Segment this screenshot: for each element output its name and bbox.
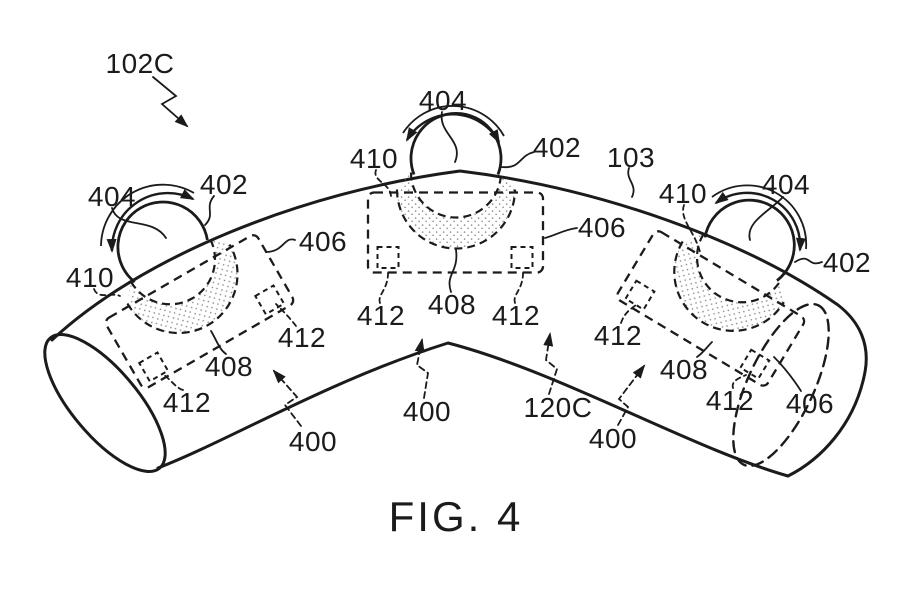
leader-402-left [204, 195, 215, 226]
curved-band [43, 169, 868, 478]
ref-120c: 120C [524, 392, 593, 423]
fastener-square [739, 348, 771, 380]
ref-412-left-lower: 412 [163, 387, 211, 418]
fastener-square [253, 284, 286, 316]
ref-102c: 102C [106, 48, 175, 79]
leader-404-right [748, 196, 784, 241]
fastener-square [376, 246, 400, 269]
leader-412-left-inner [275, 303, 297, 327]
ref-410-left: 410 [66, 262, 114, 293]
stipple-crescent [674, 234, 784, 331]
leader-410-middle [374, 169, 392, 197]
leader-412-right-lower [731, 374, 747, 389]
ref-402-middle: 402 [533, 132, 581, 163]
leader-412-left-lower [162, 373, 184, 391]
leader-404-middle [440, 111, 458, 163]
dashed-arrow-leaders [272, 332, 646, 427]
ref-404-left: 404 [88, 181, 136, 212]
band-end-face-left [43, 333, 167, 473]
ref-412-right-lower: 412 [706, 385, 754, 416]
leader-412-right-left [620, 304, 637, 324]
rotation-arrow-left [106, 189, 195, 253]
ref-400-right: 400 [589, 423, 637, 454]
rotation-arrow-middle-outer-line [402, 105, 505, 137]
roller-unit-middle [366, 111, 545, 274]
ref-412-middle-left: 412 [357, 300, 405, 331]
ref-400-left: 400 [289, 426, 337, 457]
leader-408-right [696, 341, 713, 358]
ref-408-right: 408 [660, 354, 708, 385]
dashed-leaders [93, 169, 747, 391]
ref-410-middle: 410 [350, 143, 398, 174]
band-outline [50, 169, 868, 478]
ref-412-middle-right: 412 [492, 300, 540, 331]
leader-406-right [773, 356, 802, 392]
arrow-102c [152, 76, 189, 128]
reference-labels: 102C 404 402 410 406 412 412 408 404 410… [66, 48, 871, 457]
leader-408-middle [448, 249, 458, 293]
ref-402-left: 402 [200, 169, 248, 200]
leader-103 [627, 167, 635, 198]
leader-404-left [111, 207, 167, 239]
ref-410-right: 410 [659, 178, 707, 209]
band-end-face-right-hidden [732, 302, 830, 468]
leader-412-middle-right [513, 269, 524, 304]
housing-rect-hidden [366, 191, 545, 274]
stipple-crescent [397, 172, 515, 249]
arrow-400-left [272, 369, 302, 427]
ref-406-left: 406 [299, 226, 347, 257]
leader-408-left [210, 330, 227, 355]
leader-406-left [265, 238, 296, 253]
stipple-crescent [127, 236, 238, 333]
ref-103: 103 [607, 142, 655, 173]
crescent-outer-arc-hidden [126, 243, 239, 335]
ref-404-middle: 404 [419, 85, 467, 116]
arrow-400-right [617, 364, 646, 426]
arrow-400-middle [414, 338, 429, 399]
figure-caption: FIG. 4 [389, 493, 524, 540]
ref-406-middle: 406 [578, 212, 626, 243]
leader-410-left [93, 288, 121, 297]
ref-406-right: 406 [786, 388, 834, 419]
leader-412-middle-left [378, 269, 389, 304]
ref-412-right-left: 412 [594, 320, 642, 351]
rotation-arrow-middle [405, 113, 501, 144]
ref-400-middle: 400 [403, 396, 451, 427]
leader-402-right [794, 257, 823, 265]
ref-408-left: 408 [205, 351, 253, 382]
rotation-arrows [100, 105, 808, 253]
rotation-arrow-right-outer-line [711, 184, 808, 250]
fastener-square [624, 279, 656, 311]
ref-412-left-inner: 412 [278, 322, 326, 353]
ref-408-middle: 408 [428, 289, 476, 320]
leader-406-middle [544, 227, 578, 239]
fastener-square [137, 351, 170, 383]
rotation-arrow-left-outer-line [100, 183, 195, 247]
ref-404-right: 404 [762, 169, 810, 200]
crescent-outer-arc-hidden [673, 240, 785, 332]
leader-410-right [682, 204, 701, 253]
fastener-square [510, 246, 534, 269]
housing-rect-hidden [616, 230, 806, 387]
leader-lines [93, 76, 823, 427]
ref-402-right: 402 [823, 247, 871, 278]
crescent-outer-arc-hidden [395, 189, 517, 250]
rotation-arrow-right [714, 191, 806, 252]
leader-402-middle [500, 151, 535, 168]
arrow-120c [543, 332, 559, 395]
